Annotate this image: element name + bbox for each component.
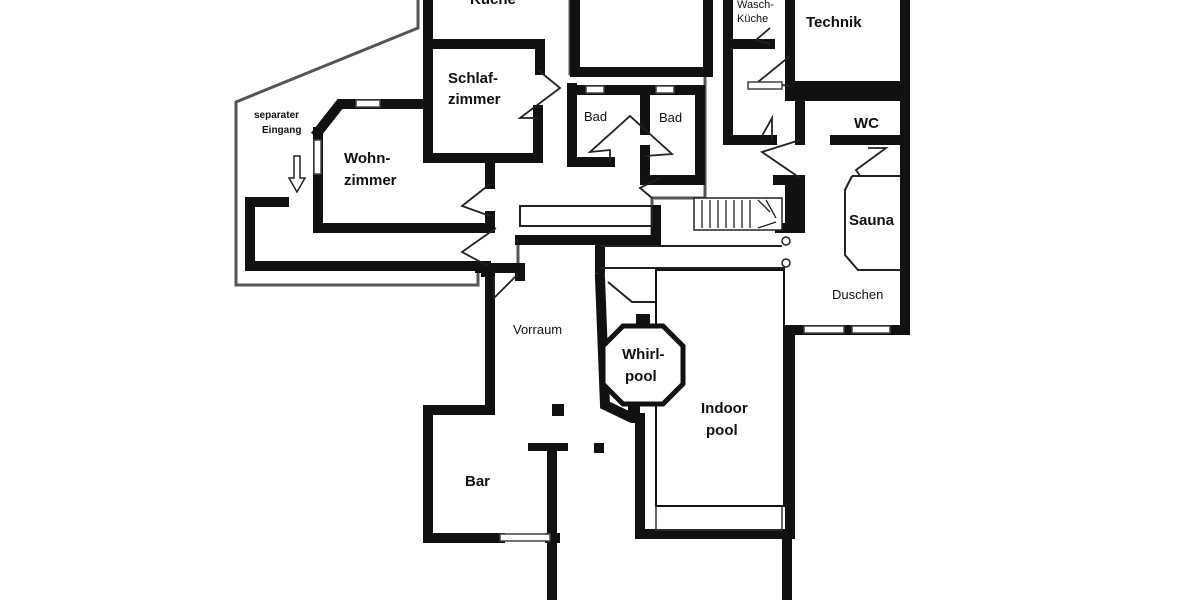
pillar-1 [552, 404, 564, 416]
wall-wc-sauna [775, 91, 910, 335]
ring-1 [781, 236, 791, 246]
door-wc [759, 114, 801, 179]
wall-room-top [570, 0, 713, 77]
bar-counter [528, 443, 568, 451]
window-wohnzimmer [355, 99, 381, 108]
wall-corridor-lower [475, 239, 605, 281]
label-waschkueche-2: Küche [737, 13, 768, 25]
label-whirlpool-1: Whirl- [622, 346, 665, 363]
wall-schlafzimmer [423, 105, 543, 163]
pillar-4 [628, 406, 640, 418]
wall-corridor [515, 205, 661, 245]
door-bad [587, 114, 675, 162]
label-indoor-pool-2: pool [706, 422, 738, 439]
pillar-2 [594, 443, 604, 453]
indoor-pool-edge [655, 506, 783, 531]
wall-entrance [245, 197, 491, 277]
window-duschen-2 [851, 325, 891, 334]
label-vorraum: Vorraum [513, 322, 562, 337]
label-schlafzimmer-1: Schlaf- [448, 70, 498, 87]
wall-bar [423, 267, 560, 543]
down-arrow-icon [287, 155, 307, 194]
door-wohnzimmer [460, 183, 491, 217]
window-wohnzimmer-side [313, 139, 322, 175]
window-technik [747, 81, 783, 90]
ring-2 [781, 258, 791, 268]
window-bad-2 [655, 85, 675, 94]
label-bad-right: Bad [659, 110, 682, 125]
wall-technik [723, 0, 910, 145]
thin-wall-lower [600, 245, 785, 303]
stairs-wall [773, 175, 795, 233]
pillar-3 [636, 314, 650, 324]
door-vorraum-bottom [493, 273, 519, 301]
label-waschkueche-1: Wasch- [737, 0, 774, 11]
label-bar: Bar [465, 473, 490, 490]
wall-pool-right [780, 325, 795, 600]
whirlpool-basin [600, 323, 686, 407]
label-duschen: Duschen [832, 287, 883, 302]
door-waschkueche [754, 27, 771, 45]
label-wohnzimmer-2: zimmer [344, 172, 397, 189]
label-kueche: Küche [470, 0, 516, 8]
window-bar [499, 533, 551, 542]
label-indoor-pool-1: Indoor [701, 400, 748, 417]
door-corridor [638, 177, 661, 199]
wall-bad [567, 83, 705, 185]
door-wc-right [854, 147, 889, 177]
window-bad-1 [585, 85, 605, 94]
label-schlafzimmer-2: zimmer [448, 91, 501, 108]
label-wohnzimmer-1: Wohn- [344, 150, 390, 167]
label-eingang: Eingang [262, 125, 301, 136]
label-whirlpool-2: pool [625, 368, 657, 385]
apartment-outline-inner [568, 0, 705, 76]
stair-landing [519, 205, 653, 227]
label-technik: Technik [806, 14, 862, 31]
door-schlafzimmer [517, 69, 562, 119]
label-separater: separater [254, 110, 299, 121]
wall-kueche [423, 0, 545, 163]
window-duschen [803, 325, 845, 334]
label-bad-left: Bad [584, 109, 607, 124]
label-sauna: Sauna [849, 212, 895, 229]
label-wc: WC [854, 115, 879, 132]
door-vorraum [460, 227, 497, 267]
stairs [693, 197, 783, 231]
